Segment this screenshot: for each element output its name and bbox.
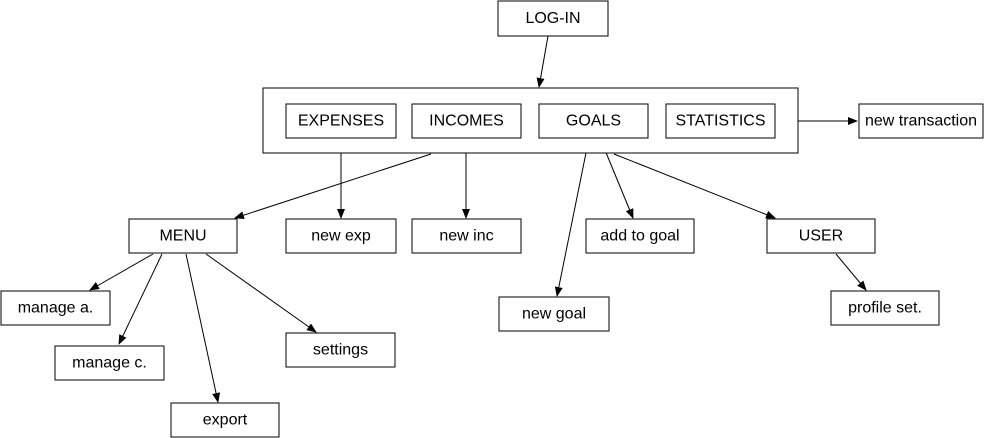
node-label: GOALS xyxy=(566,113,621,130)
edge-main-to-menu xyxy=(234,153,432,220)
node-label: profile set. xyxy=(848,300,922,317)
node-label: USER xyxy=(799,228,843,245)
node-manage-c[interactable]: manage c. xyxy=(54,345,165,381)
node-expenses[interactable]: EXPENSES xyxy=(285,103,397,139)
node-settings[interactable]: settings xyxy=(285,332,396,368)
node-label: LOG-IN xyxy=(525,10,580,27)
edge-user-to-profile-set xyxy=(835,253,867,291)
node-label: EXPENSES xyxy=(298,113,384,130)
node-new-inc[interactable]: new inc xyxy=(411,218,522,254)
node-label: INCOMES xyxy=(429,113,504,130)
node-login[interactable]: LOG-IN xyxy=(497,0,609,37)
node-label: new goal xyxy=(522,306,586,323)
node-new-exp[interactable]: new exp xyxy=(285,218,397,254)
node-label: settings xyxy=(313,342,368,359)
node-export[interactable]: export xyxy=(170,402,280,438)
node-add-to-goal[interactable]: add to goal xyxy=(585,218,695,254)
node-profile-set[interactable]: profile set. xyxy=(830,290,940,326)
edge-menu-to-settings xyxy=(205,253,317,333)
edges xyxy=(89,35,867,403)
edge-menu-to-manage-c xyxy=(118,253,163,345)
edge-login-to-main xyxy=(536,35,549,88)
edge-goals-to-new-goal xyxy=(554,137,590,297)
edge-menu-to-manage-a xyxy=(89,253,154,291)
edge-main-to-user xyxy=(613,153,776,219)
node-statistics[interactable]: STATISTICS xyxy=(665,103,776,139)
node-user[interactable]: USER xyxy=(766,218,876,254)
node-goals[interactable]: GOALS xyxy=(538,103,649,139)
node-label: new exp xyxy=(311,228,371,245)
node-label: new transaction xyxy=(865,113,977,130)
node-label: MENU xyxy=(159,228,206,245)
edge-menu-to-export xyxy=(185,253,221,403)
node-label: manage a. xyxy=(18,300,94,317)
node-label: manage c. xyxy=(72,355,147,372)
node-menu[interactable]: MENU xyxy=(128,218,238,254)
node-label: export xyxy=(203,412,248,429)
node-label: new inc xyxy=(439,228,493,245)
node-new-goal[interactable]: new goal xyxy=(498,296,610,332)
node-label: STATISTICS xyxy=(675,113,765,130)
node-label: add to goal xyxy=(600,228,679,245)
node-manage-a[interactable]: manage a. xyxy=(0,290,111,326)
node-new-transaction[interactable]: new transaction xyxy=(858,103,984,139)
node-incomes[interactable]: INCOMES xyxy=(411,103,522,139)
